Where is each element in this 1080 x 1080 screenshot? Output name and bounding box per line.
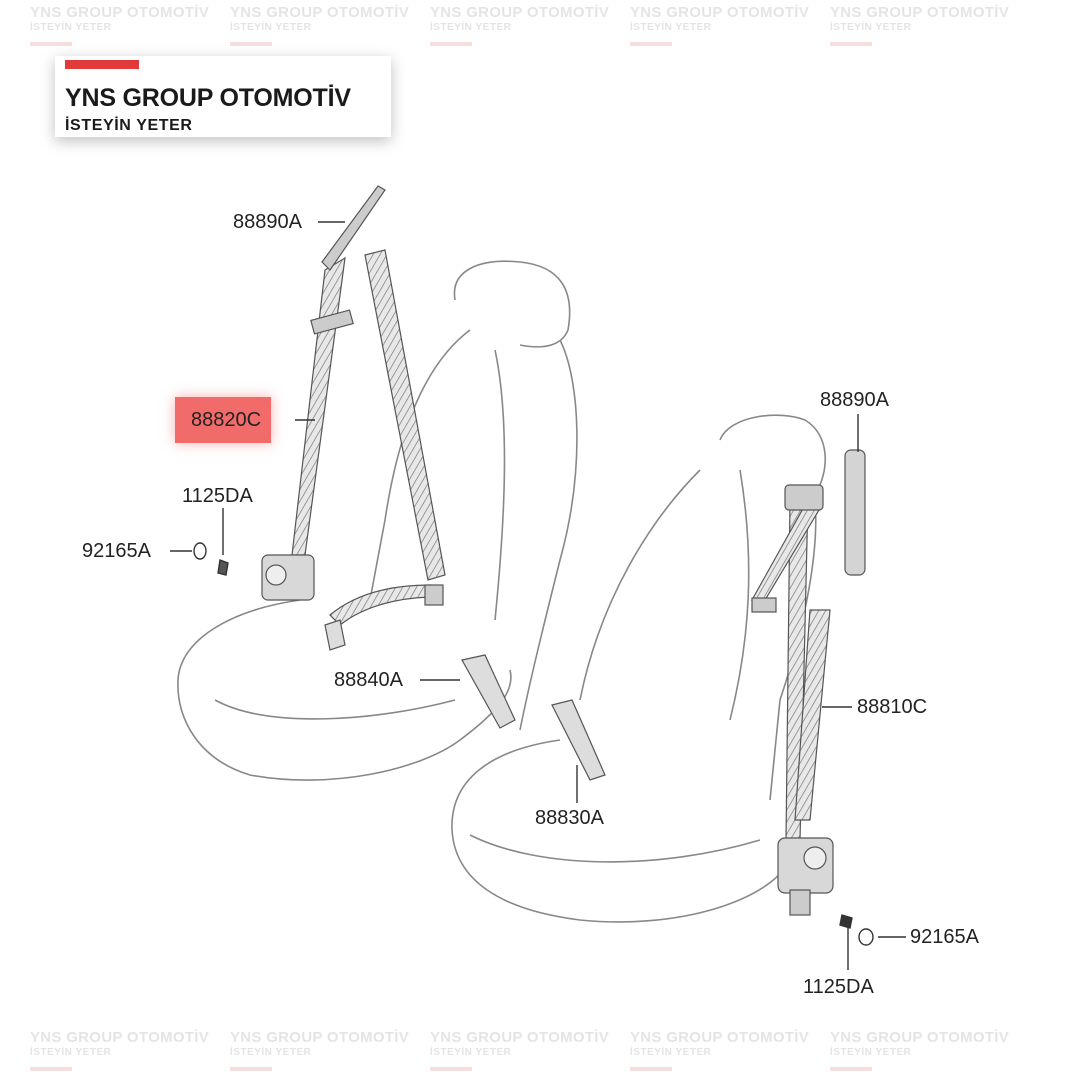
watermark-title: YNS GROUP OTOMOTİV <box>230 4 410 21</box>
watermark-bar <box>630 42 672 46</box>
watermark-bar <box>430 42 472 46</box>
watermark-bar <box>30 1067 72 1071</box>
watermark-title: YNS GROUP OTOMOTİV <box>230 1029 410 1046</box>
watermark-subtitle: İSTEYİN YETER <box>630 22 712 33</box>
watermark-subtitle: İSTEYİN YETER <box>230 22 312 33</box>
watermark-bar <box>230 42 272 46</box>
watermark-subtitle: İSTEYİN YETER <box>830 22 912 33</box>
seat-outlines <box>177 260 826 923</box>
watermark-title: YNS GROUP OTOMOTİV <box>30 4 210 21</box>
part-label-left-washer: 92165A <box>82 540 151 562</box>
part-label-right-bolt: 1125DA <box>803 976 874 998</box>
watermark-title: YNS GROUP OTOMOTİV <box>630 4 810 21</box>
watermark-title: YNS GROUP OTOMOTİV <box>830 1029 1010 1046</box>
watermark-subtitle: İSTEYİN YETER <box>830 1047 912 1058</box>
watermark-bar <box>830 42 872 46</box>
watermark-bar <box>230 1067 272 1071</box>
buckles <box>461 654 606 781</box>
watermark-subtitle: İSTEYİN YETER <box>430 22 512 33</box>
watermark-bar <box>630 1067 672 1071</box>
part-label-right-belt: 88810C <box>857 696 928 718</box>
watermark-title: YNS GROUP OTOMOTİV <box>830 4 1010 21</box>
part-label-left-anchor-top: 88890A <box>233 211 302 233</box>
part-label-buckle-right: 88830A <box>535 807 604 829</box>
watermark-bar <box>430 1067 472 1071</box>
watermark-subtitle: İSTEYİN YETER <box>230 1047 312 1058</box>
part-label-left-belt-highlighted: 88820C <box>175 397 272 443</box>
leader-lines <box>170 221 906 970</box>
watermark-title: YNS GROUP OTOMOTİV <box>30 1029 210 1046</box>
watermark-bar <box>830 1067 872 1071</box>
watermark-subtitle: İSTEYİN YETER <box>430 1047 512 1058</box>
watermark-title: YNS GROUP OTOMOTİV <box>630 1029 810 1046</box>
part-label-right-washer: 92165A <box>910 926 979 948</box>
brand-subtitle: İSTEYİN YETER <box>65 117 193 134</box>
part-label-right-anchor-top: 88890A <box>820 389 889 411</box>
part-label-buckle-left: 88840A <box>334 669 403 691</box>
brand-title: YNS GROUP OTOMOTİV <box>65 84 351 112</box>
watermark-subtitle: İSTEYİN YETER <box>30 1047 112 1058</box>
watermark-subtitle: İSTEYİN YETER <box>630 1047 712 1058</box>
part-label-left-bolt: 1125DA <box>182 485 253 507</box>
watermark-subtitle: İSTEYİN YETER <box>30 22 112 33</box>
brand-accent-bar <box>65 60 139 69</box>
watermark-bar <box>30 42 72 46</box>
brand-logo: YNS GROUP OTOMOTİV İSTEYİN YETER <box>55 56 391 137</box>
right-seat-belt <box>750 449 866 916</box>
watermark-title: YNS GROUP OTOMOTİV <box>430 1029 610 1046</box>
left-seat-belt <box>261 185 446 651</box>
watermark-title: YNS GROUP OTOMOTİV <box>430 4 610 21</box>
